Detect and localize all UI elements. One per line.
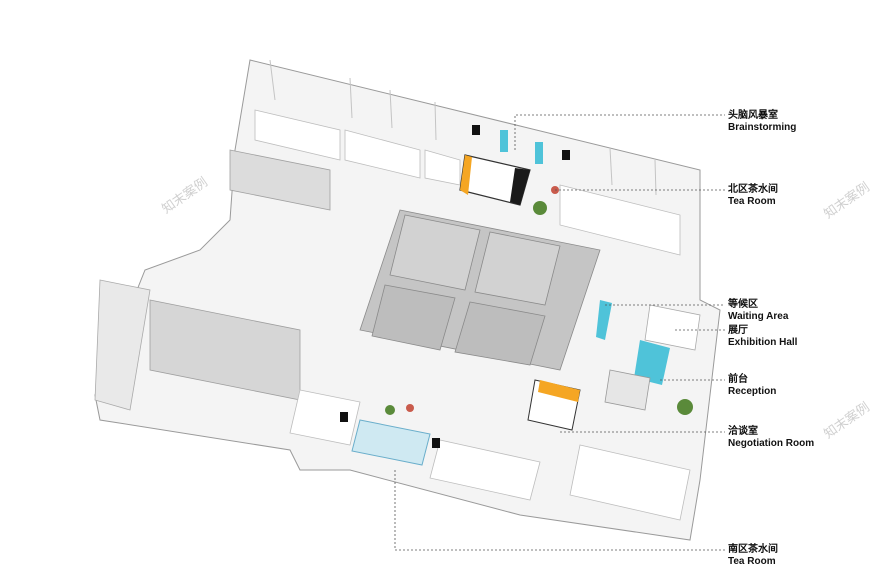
label-zh: 洽谈室: [728, 426, 758, 437]
label-zh: 南区茶水间: [728, 544, 778, 555]
reception-plant: [677, 399, 693, 415]
north-workstations: [254, 109, 681, 256]
north-west-office-block: [229, 149, 331, 211]
label-zh: 展厅: [728, 325, 748, 336]
label-reception: 前台 Reception: [728, 374, 776, 397]
label-negotiation-room: 洽谈室 Negotiation Room: [728, 426, 814, 449]
south-workstations: [289, 389, 691, 521]
label-zh: 等候区: [728, 299, 758, 310]
west-terrace: [94, 279, 151, 411]
north-window-frames: [269, 59, 657, 196]
brainstorming-black-wall: [510, 168, 530, 205]
brainstorming-orange-wall: [460, 155, 472, 195]
leader-lines: [394, 114, 725, 551]
exhibition-hall: [644, 304, 701, 351]
label-exhibition-hall: 展厅 Exhibition Hall: [728, 325, 797, 348]
label-en: Tea Room: [728, 555, 776, 567]
brainstorming-cyan-panel-2: [535, 142, 543, 164]
label-en: Brainstorming: [728, 121, 797, 133]
central-core: [359, 209, 601, 371]
label-zh: 前台: [728, 374, 748, 385]
reception-desk: [604, 369, 651, 411]
label-en: Exhibition Hall: [728, 336, 798, 348]
label-en: Tea Room: [728, 195, 776, 207]
north-tea-plant: [533, 201, 547, 215]
screen-black-1: [472, 125, 480, 135]
south-tea-plant: [385, 405, 395, 415]
waiting-area-cyan: [596, 300, 612, 340]
label-north-tea-room: 北区茶水间 Tea Room: [728, 184, 778, 207]
label-south-tea-room: 南区茶水间 Tea Room: [728, 544, 778, 567]
label-brainstorming: 头脑风暴室 Brainstorming: [728, 110, 796, 133]
label-waiting-area: 等候区 Waiting Area: [728, 299, 788, 322]
label-zh: 北区茶水间: [728, 184, 778, 195]
brainstorming-cyan-panel-1: [500, 130, 508, 152]
exhibition-cyan: [634, 340, 670, 385]
screen-black-2: [562, 150, 570, 160]
south-tea-room: [351, 419, 431, 466]
negotiation-orange-wall: [538, 380, 580, 402]
label-en: Reception: [728, 385, 777, 397]
screen-black-4: [432, 438, 440, 448]
screen-black-3: [340, 412, 348, 422]
south-tea-stool: [406, 404, 414, 412]
label-en: Negotiation Room: [728, 437, 815, 449]
label-en: Waiting Area: [728, 310, 789, 322]
label-zh: 头脑风暴室: [728, 110, 778, 121]
